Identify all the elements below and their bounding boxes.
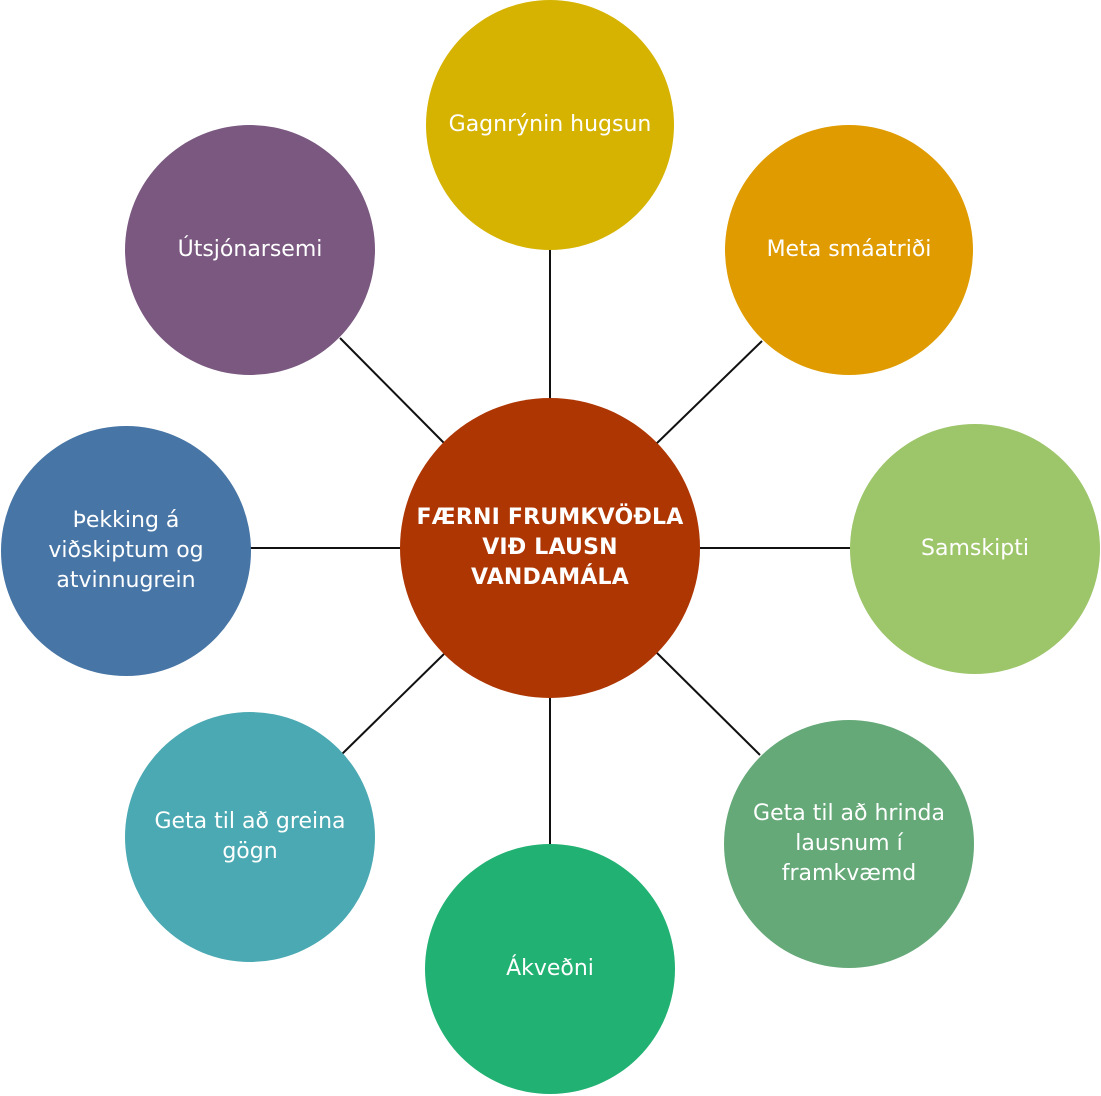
connector-detail-assessment bbox=[654, 340, 763, 446]
skill-node-implementation: Geta til að hrinda lausnum í framkvæmd bbox=[724, 720, 974, 968]
skill-node-determination: Ákveðni bbox=[425, 844, 675, 1094]
skill-node-resourcefulness: Útsjónarsemi bbox=[125, 125, 375, 375]
central-topic-node: FÆRNI FRUMKVÖÐLA VIÐ LAUSN VANDAMÁLA bbox=[400, 398, 700, 698]
central-topic-label: FÆRNI FRUMKVÖÐLA VIÐ LAUSN VANDAMÁLA bbox=[416, 505, 684, 590]
skill-label-critical-thinking: Gagnrýnin hugsun bbox=[448, 112, 652, 137]
skill-label-detail-assessment: Meta smáatriði bbox=[766, 237, 932, 262]
skill-node-communication: Samskipti bbox=[850, 424, 1100, 674]
skill-node-critical-thinking: Gagnrýnin hugsun bbox=[426, 0, 674, 250]
skill-label-business-knowledge: Þekking á viðskiptum og atvinnugrein bbox=[48, 508, 204, 593]
connector-resourcefulness bbox=[339, 337, 445, 444]
skill-label-data-analysis: Geta til að greina gögn bbox=[154, 809, 346, 864]
skill-node-detail-assessment: Meta smáatriði bbox=[725, 125, 973, 375]
connector-implementation bbox=[655, 651, 761, 756]
connector-data-analysis bbox=[340, 653, 445, 756]
skill-node-data-analysis: Geta til að greina gögn bbox=[125, 712, 375, 962]
skill-label-implementation: Geta til að hrinda lausnum í framkvæmd bbox=[753, 801, 945, 886]
skill-label-resourcefulness: Útsjónarsemi bbox=[177, 237, 323, 262]
skill-node-business-knowledge: Þekking á viðskiptum og atvinnugrein bbox=[1, 426, 251, 676]
skill-label-communication: Samskipti bbox=[921, 536, 1029, 561]
skill-label-determination: Ákveðni bbox=[506, 956, 594, 981]
